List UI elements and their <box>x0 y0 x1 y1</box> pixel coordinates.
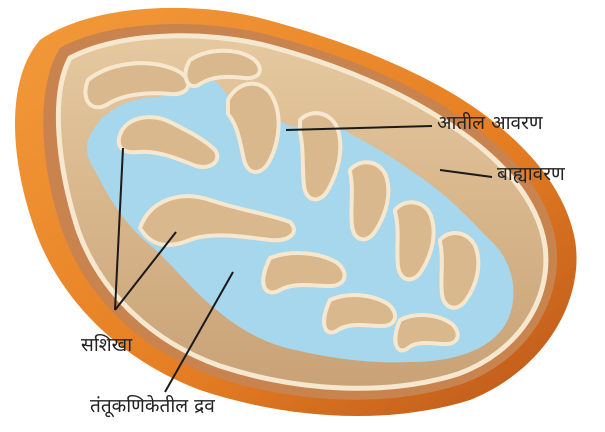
label-inner-membrane: आतील आवरण <box>437 114 543 133</box>
label-matrix: तंतूकणिकेतील द्रव <box>90 397 215 416</box>
label-outer-membrane: बाह्यावरण <box>497 165 565 184</box>
label-cristae: सशिखा <box>81 336 132 355</box>
